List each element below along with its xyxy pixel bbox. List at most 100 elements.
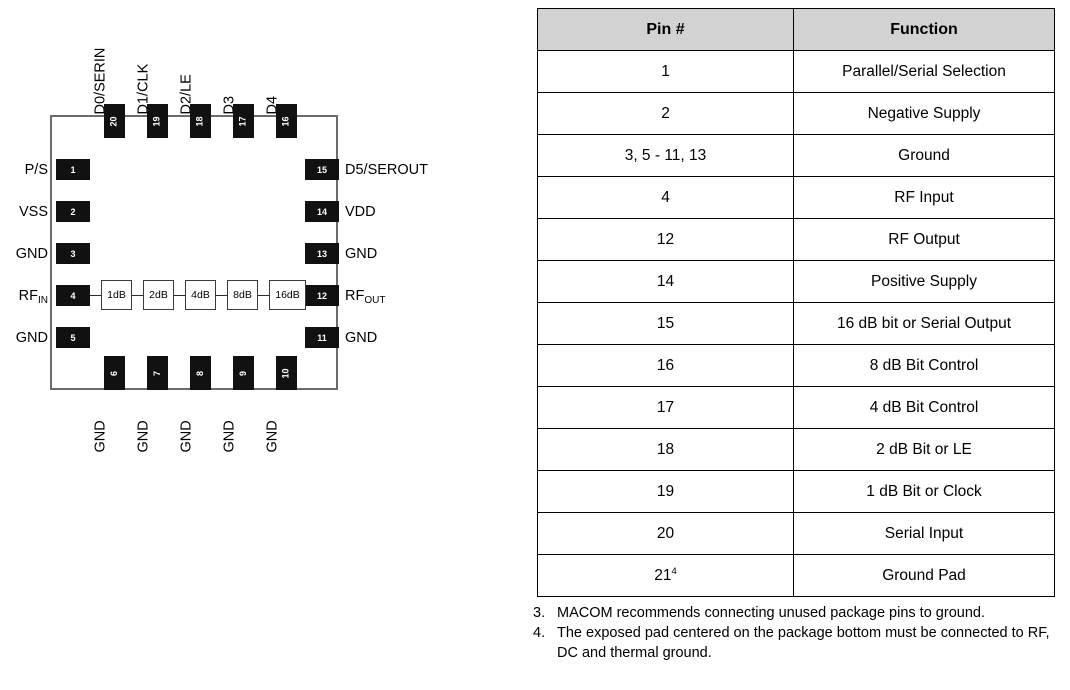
table-row: 14 Positive Supply <box>537 260 1055 303</box>
attenuator-block-4db: 4dB <box>185 280 216 310</box>
pin-label-3: GND <box>15 246 48 262</box>
pad-pin-20: 20 <box>104 104 125 138</box>
pin-label-8: GND <box>178 420 195 453</box>
pin-label-2: VSS <box>18 204 48 220</box>
wire-segment <box>90 294 102 296</box>
pin-label-12-subscript: OUT <box>364 295 386 306</box>
pad-pin-19: 19 <box>147 104 168 138</box>
table-row: 19 1 dB Bit or Clock <box>537 470 1055 513</box>
pin-label-1: P/S <box>24 162 48 178</box>
attenuator-block-1db: 1dB <box>101 280 132 310</box>
pad-pin-18: 18 <box>190 104 211 138</box>
pad-pin-16: 16 <box>276 104 297 138</box>
footnote-number: 3. <box>533 605 546 621</box>
attenuator-block-16db: 16dB <box>269 280 306 310</box>
pad-pin-8: 8 <box>190 356 211 390</box>
cell-pin: 14 <box>537 260 794 303</box>
wire-segment <box>132 294 144 296</box>
pad-pin-13: 13 <box>305 243 339 264</box>
attenuator-block-2db: 2dB <box>143 280 174 310</box>
cell-function: 2 dB Bit or LE <box>793 428 1055 471</box>
pad-pin-6: 6 <box>104 356 125 390</box>
pad-pin-5: 5 <box>56 327 90 348</box>
cell-function: Negative Supply <box>793 92 1055 135</box>
pad-number: 19 <box>151 115 162 127</box>
pad-pin-11: 11 <box>305 327 339 348</box>
column-header-function: Function <box>793 8 1055 51</box>
cell-pin: 19 <box>537 470 794 513</box>
pad-number: 7 <box>151 370 162 376</box>
pad-number: 16 <box>280 115 291 127</box>
footnote-4: 4. The exposed pad centered on the packa… <box>533 624 1053 663</box>
pad-number: 17 <box>237 115 248 127</box>
cell-function: Ground <box>793 134 1055 177</box>
pin-function-table: Pin # Function 1 Parallel/Serial Selecti… <box>537 8 1055 597</box>
table-row: 12 RF Output <box>537 218 1055 261</box>
cell-pin: 1 <box>537 50 794 93</box>
table-row: 16 8 dB Bit Control <box>537 344 1055 387</box>
cell-pin: 3, 5 - 11, 13 <box>537 134 794 177</box>
pad-number: 11 <box>317 332 327 343</box>
table-row: 4 RF Input <box>537 176 1055 219</box>
cell-pin-value: 21 <box>654 567 672 585</box>
cell-pin: 12 <box>537 218 794 261</box>
cell-function: Positive Supply <box>793 260 1055 303</box>
table-row: 15 16 dB bit or Serial Output <box>537 302 1055 345</box>
cell-pin: 2 <box>537 92 794 135</box>
pad-number: 6 <box>108 370 119 376</box>
pin-label-14: VDD <box>345 204 376 220</box>
pad-pin-1: 1 <box>56 159 90 180</box>
pad-pin-12: 12 <box>305 285 339 306</box>
pad-number: 9 <box>237 370 248 376</box>
cell-function: 16 dB bit or Serial Output <box>793 302 1055 345</box>
cell-pin: 214 <box>537 554 794 597</box>
pad-number: 18 <box>194 115 205 127</box>
cell-pin: 17 <box>537 386 794 429</box>
pin-function-table-container: Pin # Function 1 Parallel/Serial Selecti… <box>537 8 1055 597</box>
pad-pin-14: 14 <box>305 201 339 222</box>
cell-function: 8 dB Bit Control <box>793 344 1055 387</box>
table-row: 1 Parallel/Serial Selection <box>537 50 1055 93</box>
pad-pin-3: 3 <box>56 243 90 264</box>
pin-label-15: D5/SEROUT <box>345 162 428 178</box>
column-header-pin: Pin # <box>537 8 794 51</box>
wire-segment <box>216 294 228 296</box>
pad-number: 20 <box>108 115 119 127</box>
pad-pin-15: 15 <box>305 159 339 180</box>
table-row: 3, 5 - 11, 13 Ground <box>537 134 1055 177</box>
cell-function: 1 dB Bit or Clock <box>793 470 1055 513</box>
pad-pin-2: 2 <box>56 201 90 222</box>
pad-number: 4 <box>70 290 76 301</box>
pad-number: 3 <box>70 248 76 259</box>
pin-label-4: RFIN <box>18 288 48 306</box>
pad-pin-7: 7 <box>147 356 168 390</box>
pin-label-4-subscript: IN <box>38 295 48 306</box>
cell-pin: 16 <box>537 344 794 387</box>
table-row: 2 Negative Supply <box>537 92 1055 135</box>
pad-number: 15 <box>316 164 327 175</box>
footnote-marker: 4 <box>671 565 677 577</box>
table-row: 20 Serial Input <box>537 512 1055 555</box>
cell-pin: 15 <box>537 302 794 345</box>
pad-number: 8 <box>194 370 205 376</box>
footnote-number: 4. <box>533 625 546 642</box>
cell-function: Ground Pad <box>793 554 1055 597</box>
footnote-text: The exposed pad centered on the package … <box>557 625 1050 661</box>
pad-number: 10 <box>280 367 291 379</box>
pin-label-10: GND <box>264 420 281 453</box>
footnotes-section: 3. MACOM recommends connecting unused pa… <box>533 604 1053 664</box>
package-outline <box>50 115 338 390</box>
wire-segment <box>258 294 270 296</box>
cell-pin: 4 <box>537 176 794 219</box>
pad-number: 14 <box>316 206 327 217</box>
cell-function: RF Output <box>793 218 1055 261</box>
table-row: 214 Ground Pad <box>537 554 1055 597</box>
pad-number: 12 <box>316 290 327 301</box>
pin-label-5: GND <box>15 330 48 346</box>
pin-label-9: GND <box>221 420 238 453</box>
pin-label-11: GND <box>345 330 378 346</box>
footnote-text: MACOM recommends connecting unused packa… <box>557 605 985 621</box>
pin-diagram: 20 D0/SERIN 19 D1/CLK 18 D2/LE 17 D3 16 … <box>0 0 520 690</box>
pin-label-12: RFOUT <box>345 288 386 306</box>
table-header-row: Pin # Function <box>537 8 1055 51</box>
